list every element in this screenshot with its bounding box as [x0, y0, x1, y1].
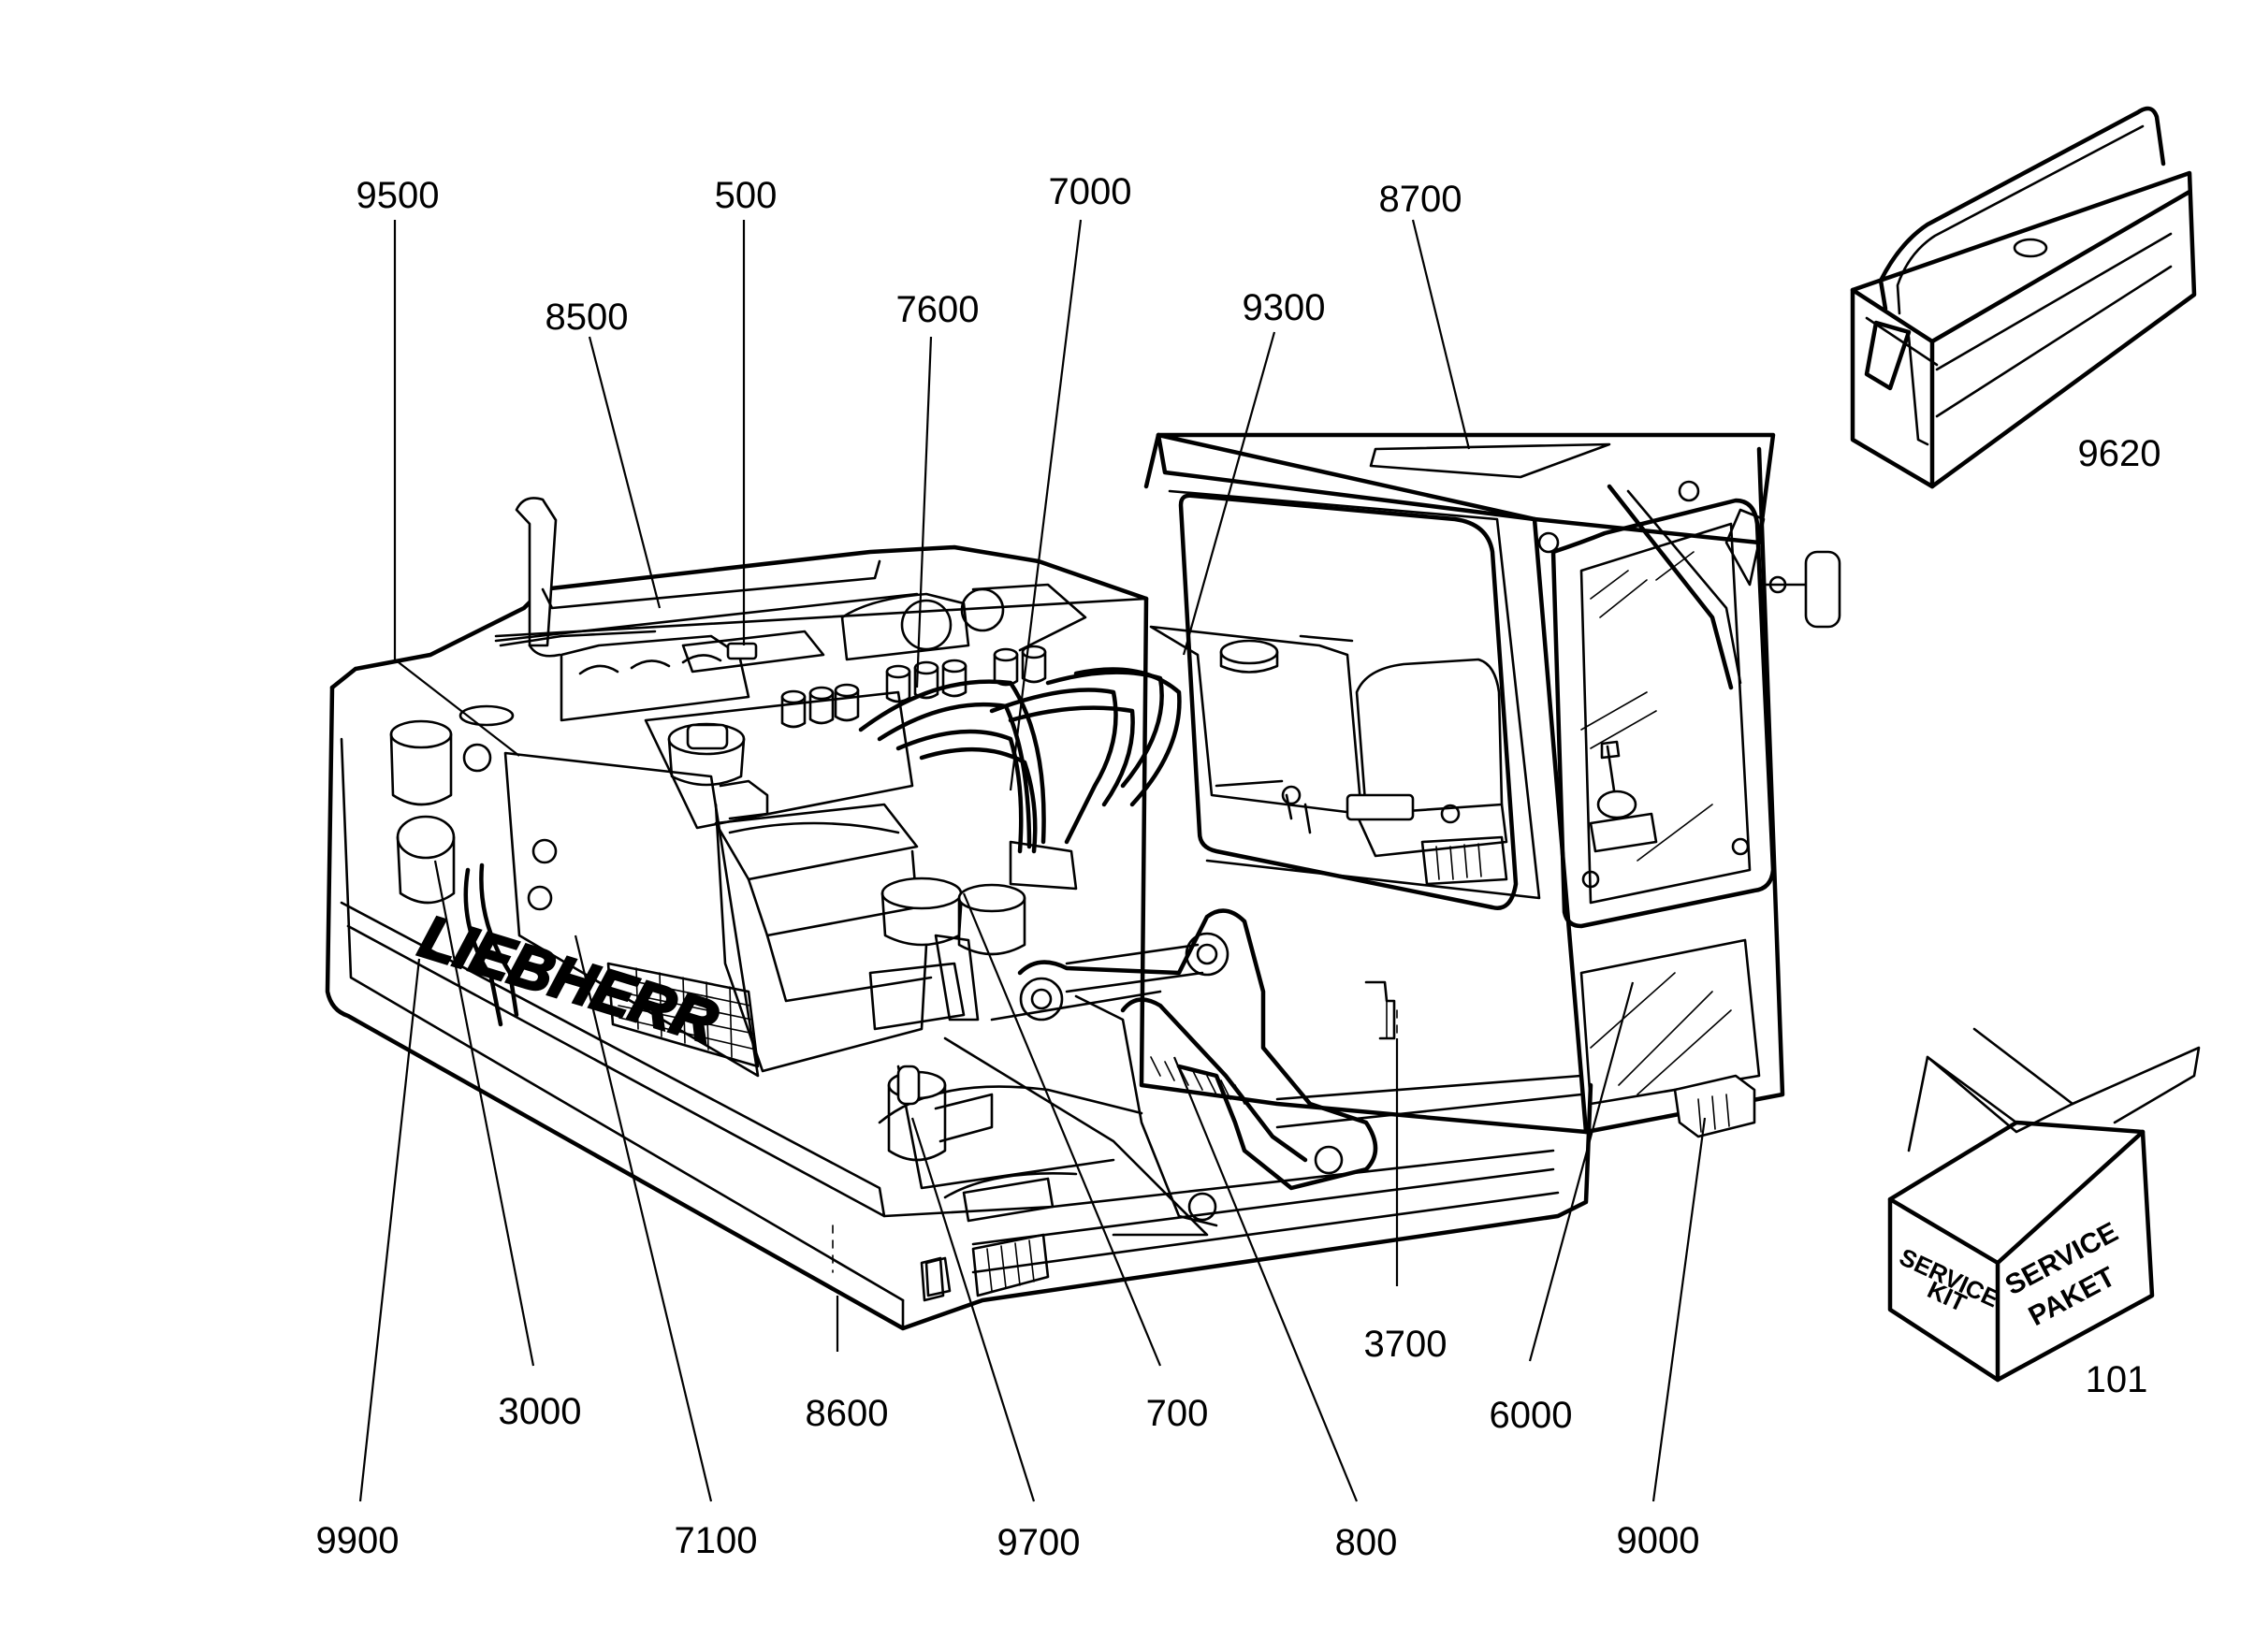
relay-cap: [834, 683, 860, 698]
boom-bracket: [896, 908, 1378, 1237]
callout-9700: 9700: [997, 1522, 1081, 1563]
callout-500: 500: [715, 175, 778, 216]
callout-7000: 7000: [1049, 171, 1132, 212]
relay-body: [808, 691, 835, 725]
swing-ring: [878, 1065, 1143, 1297]
radiator-grille: [606, 962, 760, 1068]
leader-700: [962, 892, 1162, 1367]
operator-seat: [1355, 658, 1504, 816]
hydraulic-tank: [1149, 625, 1363, 816]
step-light: [1673, 1074, 1756, 1138]
leader-7600: [915, 336, 933, 688]
callout-7100: 7100: [675, 1520, 758, 1561]
callout-9300: 9300: [1243, 287, 1326, 328]
dipstick: [1364, 980, 1396, 1040]
callout-8700: 8700: [1379, 179, 1462, 220]
callout-8500: 8500: [546, 297, 629, 338]
relay-body: [1021, 650, 1047, 684]
leader-9000: [1651, 1117, 1707, 1502]
service-box-illustration: SERVICE KIT SERVICE PAKET: [1887, 1027, 2201, 1383]
relay-cap: [993, 647, 1019, 662]
leader-9700: [910, 1117, 1036, 1502]
callout-9620: 9620: [2078, 433, 2161, 474]
leader-6000: [1528, 981, 1635, 1362]
callout-9500: 9500: [356, 175, 440, 216]
svg-text:LIEBHERR: LIEBHERR: [413, 903, 725, 1056]
leader-9900: [358, 958, 421, 1502]
roof-hatch: [1369, 442, 1611, 479]
leader-9300: [1182, 331, 1276, 656]
relay-body: [913, 666, 939, 700]
callout-800: 800: [1335, 1522, 1398, 1563]
relay-row: [780, 645, 1047, 729]
base-body-outline: [325, 685, 1593, 1331]
callout-3000: 3000: [499, 1391, 582, 1432]
relay-body: [941, 664, 967, 698]
callout-labels: 9500 500 7000 8700 8500 7600 9300 9620 3…: [316, 171, 2161, 1563]
pump-cluster: [644, 690, 1026, 1073]
callout-9900: 9900: [316, 1520, 400, 1561]
relay-cap: [808, 686, 835, 701]
brand-lettering: LIEBHERR: [411, 901, 726, 1058]
callout-leader-lines: [358, 219, 1707, 1502]
leader-7000: [1009, 219, 1083, 791]
leader-7100: [574, 935, 713, 1502]
callout-7600: 7600: [896, 289, 980, 330]
relay-cap: [885, 664, 911, 679]
hose-bundle: [858, 667, 1182, 891]
relay-body: [834, 688, 860, 722]
leader-8700: [1411, 219, 1471, 450]
leader-8500: [588, 336, 662, 609]
callout-101: 101: [2086, 1359, 2148, 1400]
operator-cab: [1139, 432, 1841, 1135]
relay-cap: [941, 659, 967, 674]
excavator-uppercarriage-illustration: LIEBHERR: [325, 432, 1841, 1331]
engine-block: [560, 583, 1087, 722]
toolbox-illustration: [1850, 106, 2197, 489]
leader-3000: [433, 860, 535, 1367]
callout-6000: 6000: [1490, 1395, 1573, 1436]
leader-9500-b: [394, 659, 520, 757]
exhaust-pipe: [515, 497, 561, 658]
side-mirror: [1762, 550, 1841, 629]
relay-cap: [780, 689, 807, 704]
relay-body: [780, 695, 807, 729]
callout-8600: 8600: [806, 1393, 889, 1434]
side-window: [1178, 493, 1519, 910]
front-window: [1550, 498, 1776, 929]
engine-side-panel: [503, 751, 760, 1078]
leader-800: [1172, 1056, 1359, 1502]
callout-9000: 9000: [1617, 1520, 1700, 1561]
callout-700: 700: [1146, 1393, 1209, 1434]
callout-3700: 3700: [1364, 1324, 1448, 1365]
air-filter-assembly: [389, 704, 519, 1027]
